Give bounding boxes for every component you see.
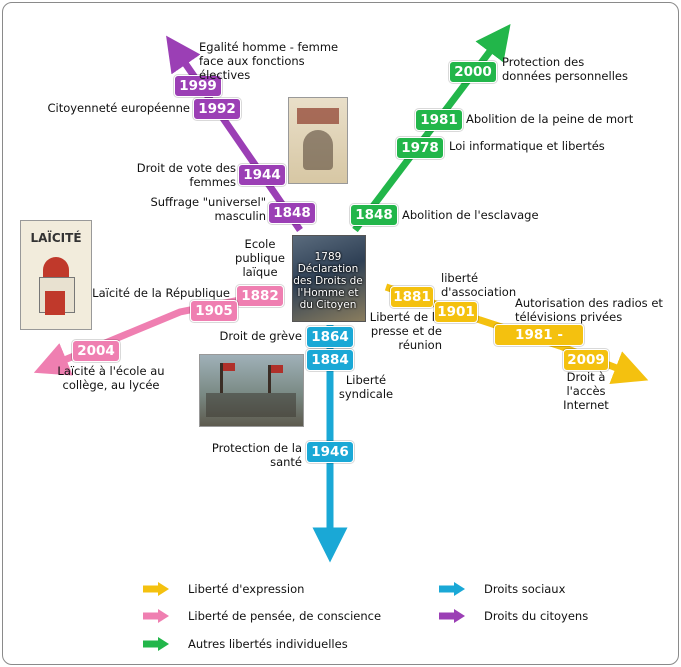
label-1864: Droit de grève — [219, 329, 303, 343]
laicite-poster-image: LAÏCITÉ — [20, 220, 92, 330]
label-1884: Liberté syndicale — [338, 373, 394, 401]
legend-arrow-sociaux — [439, 582, 465, 596]
label-1944: Droit de vote des femmes — [136, 161, 236, 189]
vote-women-poster-image — [288, 97, 348, 184]
year-badge-1981-green: 1981 — [415, 109, 463, 131]
label-citoyens-1848: Suffrage "universel" masculin — [150, 195, 266, 223]
declaration-image — [292, 235, 366, 322]
label-1905: Laïcité de la République — [92, 286, 230, 300]
year-badge-1944: 1944 — [238, 164, 286, 186]
label-1978: Loi informatique et libertés — [449, 139, 605, 153]
year-badge-1999: 1999 — [174, 75, 222, 97]
year-badge-individuelles-1848: 1848 — [350, 204, 398, 226]
label-individuelles-1848: Abolition de l'esclavage — [402, 208, 539, 222]
label-1981-green: Abolition de la peine de mort — [466, 112, 634, 126]
year-badge-1901: 1901 — [434, 301, 478, 323]
legend-arrow-citoyens — [439, 609, 465, 623]
year-badge-1905: 1905 — [190, 300, 238, 322]
year-badge-1946: 1946 — [306, 441, 354, 463]
legend-arrow-individuelles — [143, 637, 169, 651]
year-badge-1864: 1864 — [306, 326, 354, 348]
year-badge-1978: 1978 — [396, 137, 444, 159]
year-badge-1881: 1881 — [390, 286, 434, 308]
legend-label-pensee: Liberté de pensée, de conscience — [188, 609, 382, 623]
legend-label-sociaux: Droits sociaux — [484, 582, 566, 596]
label-1981-1982: Autorisation des radios et télévisions p… — [515, 296, 663, 324]
strike-painting-image — [199, 354, 304, 427]
year-badge-1884: 1884 — [306, 349, 354, 371]
legend-label-citoyens: Droits du citoyens — [484, 609, 589, 623]
label-ecole: Ecole publique laïque — [235, 237, 285, 279]
label-1946: Protection de la santé — [211, 441, 302, 469]
label-1992: Citoyenneté européenne — [47, 101, 190, 115]
legend-arrow-expression — [143, 582, 169, 596]
label-1881: Liberté de la presse et de réunion — [369, 310, 442, 352]
year-badge-1882: 1882 — [236, 285, 284, 307]
label-1999: Egalité homme - femme face aux fonctions… — [199, 40, 339, 82]
declaration-label: 1789 Déclaration des Droits de l'Homme e… — [292, 251, 364, 311]
legend-label-individuelles: Autres libertés individuelles — [188, 637, 348, 651]
year-badge-2009: 2009 — [563, 349, 609, 371]
declaration-year: 1789 — [314, 251, 342, 263]
label-2004: Laïcité à l'école au collège, au lycée — [57, 364, 165, 392]
legend-arrow-pensee — [143, 609, 169, 623]
year-badge-2004: 2004 — [72, 340, 120, 362]
label-2000: Protection des données personnelles — [502, 55, 628, 83]
laicite-poster-title: LAÏCITÉ — [30, 231, 82, 245]
year-badge-1992: 1992 — [193, 98, 241, 120]
label-1901: liberté d'association — [441, 271, 517, 299]
year-badge-1981-1982: 1981 - 1982 — [494, 324, 584, 363]
label-2009: Droit à l'accès Internet — [563, 370, 609, 412]
year-badge-2000: 2000 — [449, 61, 497, 83]
year-badge-citoyens-1848: 1848 — [268, 202, 316, 224]
declaration-title: Déclaration des Droits de l'Homme et du … — [293, 263, 363, 311]
legend-label-expression: Liberté d'expression — [188, 582, 305, 596]
